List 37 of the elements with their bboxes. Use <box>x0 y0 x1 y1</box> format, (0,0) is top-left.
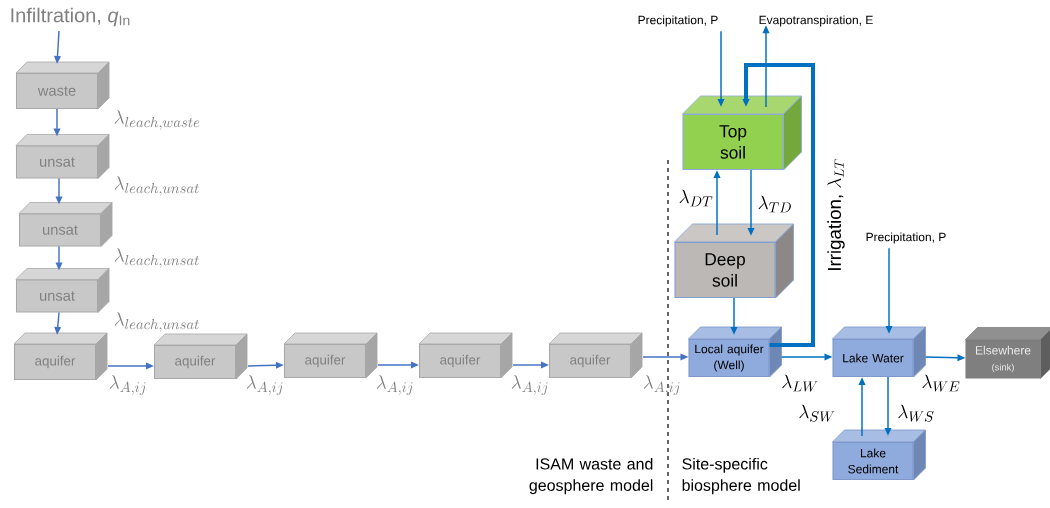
edge-label: $\lambda_{TD}$ <box>758 195 791 213</box>
edge-label: $\lambda_{leach,unsat}$ <box>114 248 199 268</box>
flow-label: Precipitation, P <box>638 15 718 27</box>
edge-label: $\lambda_{SW}$ <box>799 404 835 422</box>
block-drawing: Elsewhere (sink) <box>965 327 1050 379</box>
block-drawing: aquifer <box>283 332 378 379</box>
region-label: Site-specific biosphere model <box>682 457 800 495</box>
flow-label: Infiltration, q$_{In}$ <box>11 7 130 27</box>
arrow <box>742 63 815 347</box>
edge-label: $\lambda_{leach,unsat}$ <box>114 312 199 332</box>
edge-label: $\mbox{Irrigation, }\lambda_{LT}$ <box>827 159 845 270</box>
block-drawing: aquifer <box>153 333 248 380</box>
block-drawing: Lake Water <box>832 326 926 378</box>
block-drawing: Top soil <box>682 95 802 171</box>
block-drawing: aquifer <box>418 332 513 379</box>
edge-label: $\lambda_{leach,waste}$ <box>114 110 200 130</box>
edge-label: $\lambda_{A,ij}$ <box>376 375 413 395</box>
edge-label: $\lambda_{A,ij}$ <box>246 375 283 395</box>
block-drawing: unsat <box>15 134 110 179</box>
edge-label: $\lambda_{DT}$ <box>679 189 713 207</box>
edge-label: $\lambda_{leach,unsat}$ <box>114 176 199 196</box>
block-drawing: aquifer <box>13 332 108 381</box>
edge-label: $\lambda_{WS}$ <box>898 404 934 422</box>
flow-label: Evapotranspiration, E <box>759 15 873 27</box>
block-drawing: aquifer <box>548 332 643 379</box>
flow-label: Precipitation, P <box>866 232 946 244</box>
edge-label: $\lambda_{A,ij}$ <box>643 375 680 395</box>
block-drawing: waste <box>15 61 110 110</box>
block-drawing: unsat <box>15 268 110 313</box>
region-label: ISAM waste and geosphere model <box>529 457 653 495</box>
edge-label: $\lambda_{LW}$ <box>782 374 818 392</box>
block-drawing: unsat <box>18 202 113 247</box>
edge-label: $\lambda_{A,ij}$ <box>109 375 146 395</box>
block-drawing: Deep soil <box>674 223 794 299</box>
block-drawing: Local aquifer (Well) <box>688 326 782 378</box>
edge-label: $\lambda_{A,ij}$ <box>511 375 548 395</box>
block-drawing: Lake Sediment <box>832 429 926 481</box>
